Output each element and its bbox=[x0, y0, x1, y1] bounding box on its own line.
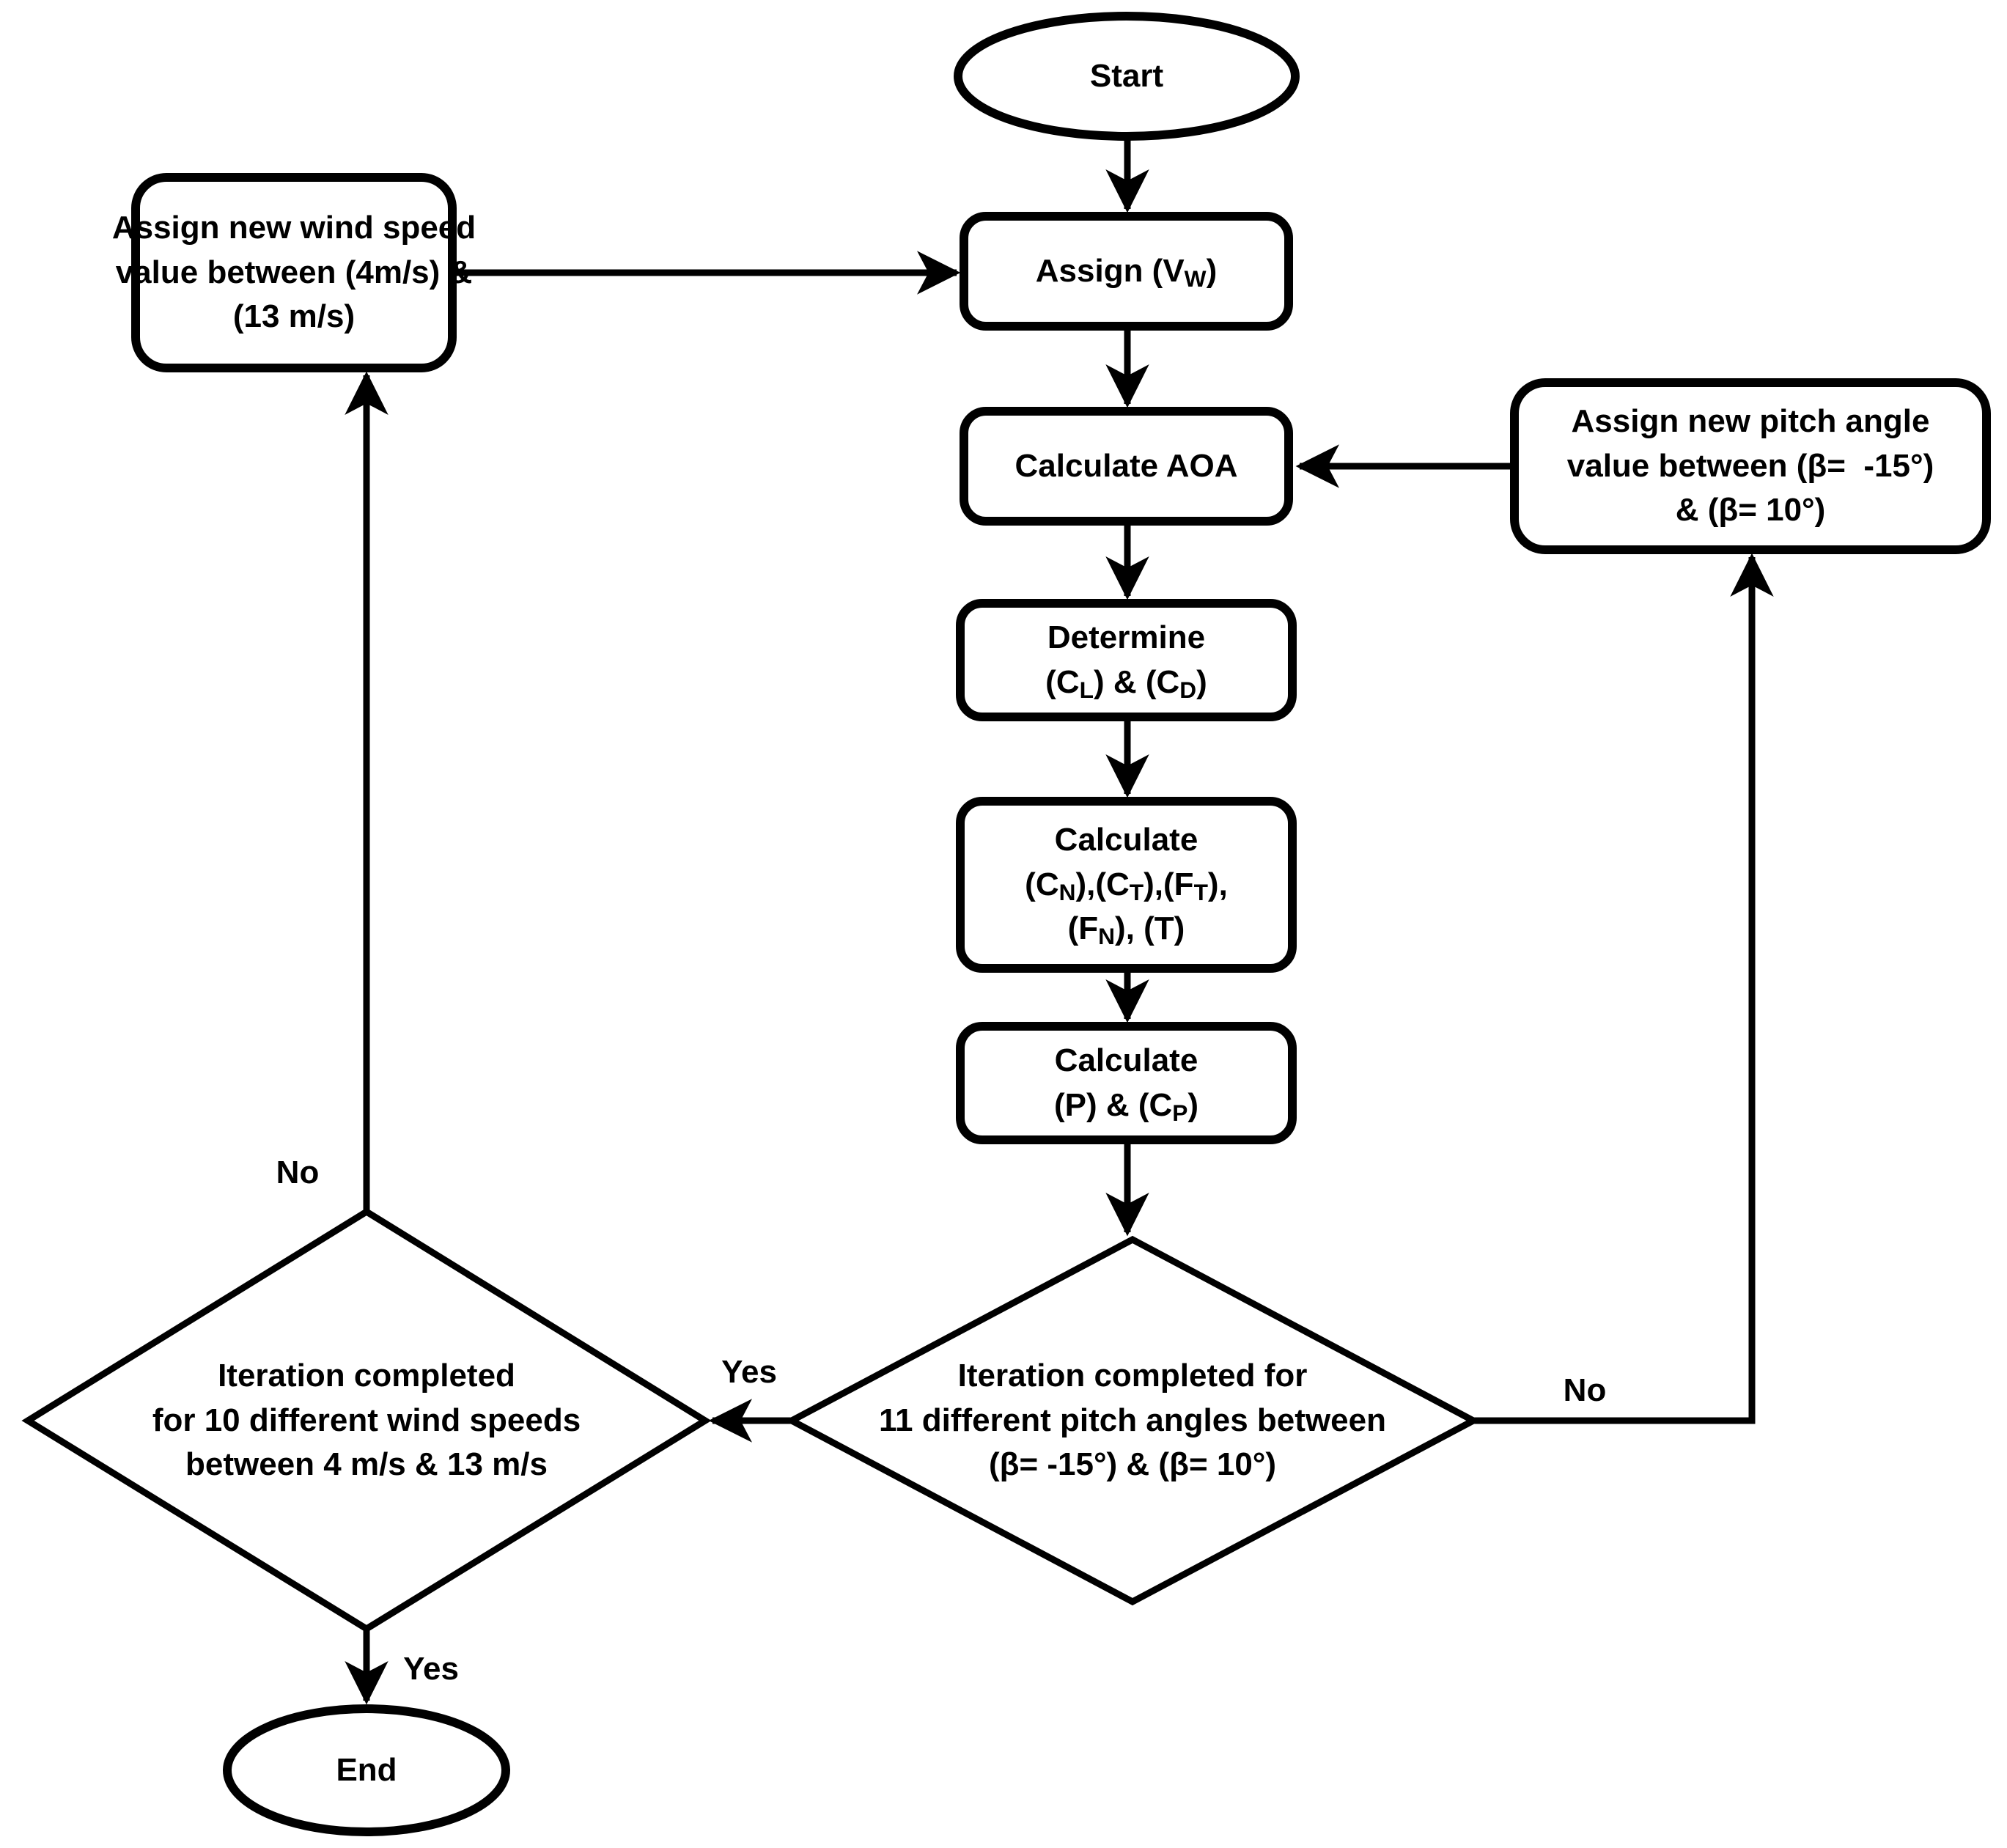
wind-decision-yes-label: Yes bbox=[403, 1651, 459, 1687]
determine-cl-cd-label: Determine (CL) & (CD) bbox=[960, 603, 1292, 717]
wind-decision-line2: for 10 different wind speeds bbox=[152, 1402, 581, 1438]
assign-pitch-angle-line2: value between (β= -15°) bbox=[1566, 447, 1934, 484]
wind-decision-line3: between 4 m/s & 13 m/s bbox=[185, 1446, 548, 1483]
determine-cl-cd-process-shape bbox=[956, 599, 1297, 721]
calculate-coefficients-process-shape bbox=[956, 797, 1297, 973]
assign-wind-speed-process-shape bbox=[131, 173, 457, 372]
calculate-aoa-process-shape bbox=[960, 407, 1293, 526]
start-terminator-shape bbox=[954, 12, 1300, 141]
assign-pitch-angle-line3: & (β= 10°) bbox=[1675, 492, 1826, 529]
calculate-power-label: Calculate (P) & (CP) bbox=[960, 1026, 1292, 1140]
edge-pitch-decision-no-to-assign-pitch bbox=[1473, 553, 1774, 1424]
assign-wind-speed-line1: Assign new wind speed bbox=[111, 209, 476, 246]
wind-decision-line1: Iteration completed bbox=[218, 1357, 515, 1394]
end-terminator-label: End bbox=[227, 1710, 506, 1830]
assign-wind-speed-line3: (13 m/s) bbox=[232, 298, 356, 335]
pitch-decision-line2: 11 different pitch angles between bbox=[879, 1402, 1386, 1438]
coefficients-line2: (CN),(CT),(FT), bbox=[1025, 866, 1228, 905]
calculate-aoa-text: Calculate AOA bbox=[1014, 447, 1238, 484]
wind-decision-label: Iteration completed for 10 different win… bbox=[73, 1341, 660, 1500]
pitch-decision-line3: (β= -15°) & (β= 10°) bbox=[988, 1446, 1277, 1483]
start-terminator-label: Start bbox=[958, 16, 1295, 136]
pitch-decision-line1: Iteration completed for bbox=[957, 1357, 1308, 1394]
wind-decision-diamond-shape bbox=[21, 1207, 712, 1633]
assign-vw-text: Assign (VW) bbox=[1035, 252, 1218, 292]
assign-vw-process-shape bbox=[960, 212, 1293, 331]
assign-pitch-angle-label: Assign new pitch angle value between (β=… bbox=[1514, 383, 1986, 550]
assign-pitch-angle-line1: Assign new pitch angle bbox=[1571, 402, 1930, 439]
determine-line1: Determine bbox=[1047, 619, 1206, 655]
determine-line2: (CL) & (CD) bbox=[1045, 663, 1207, 703]
pitch-decision-yes-label: Yes bbox=[721, 1354, 777, 1390]
assign-wind-speed-line2: value between (4m/s) & bbox=[115, 254, 473, 290]
assign-wind-speed-label: Assign new wind speed value between (4m/… bbox=[112, 177, 476, 368]
assign-vw-label: Assign (VW) bbox=[964, 216, 1289, 326]
end-text: End bbox=[336, 1751, 397, 1788]
power-line1: Calculate bbox=[1054, 1042, 1198, 1078]
wind-decision-no-label: No bbox=[276, 1155, 320, 1190]
calculate-aoa-label: Calculate AOA bbox=[964, 411, 1289, 521]
assign-pitch-angle-process-shape bbox=[1510, 378, 1991, 554]
start-text: Start bbox=[1089, 57, 1164, 94]
coefficients-line3: (FN), (T) bbox=[1067, 910, 1185, 950]
coefficients-line1: Calculate bbox=[1054, 821, 1198, 858]
power-line2: (P) & (CP) bbox=[1053, 1086, 1199, 1126]
pitch-decision-label: Iteration completed for 11 different pit… bbox=[854, 1341, 1411, 1500]
end-terminator-shape bbox=[223, 1704, 510, 1836]
calculate-coefficients-label: Calculate (CN),(CT),(FT), (FN), (T) bbox=[960, 801, 1292, 968]
pitch-decision-diamond-shape bbox=[784, 1235, 1481, 1606]
pitch-decision-no-label: No bbox=[1563, 1372, 1607, 1408]
calculate-power-process-shape bbox=[956, 1022, 1297, 1144]
